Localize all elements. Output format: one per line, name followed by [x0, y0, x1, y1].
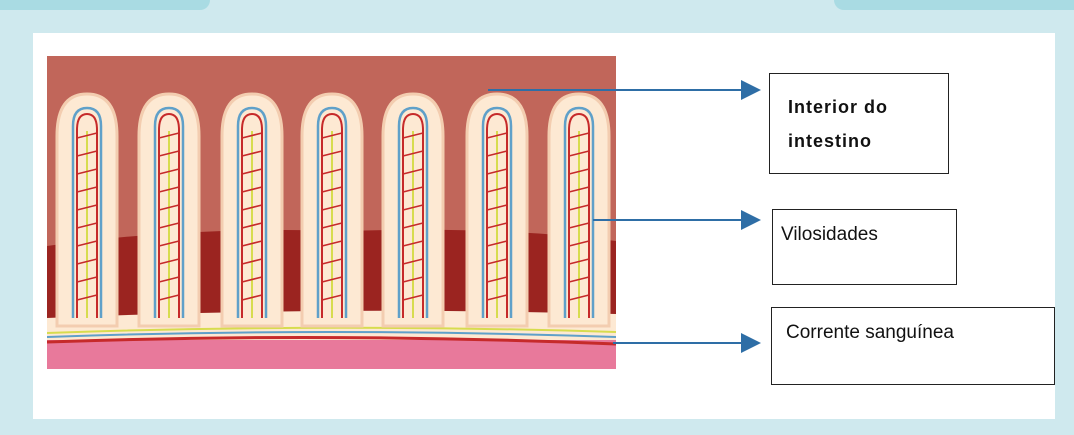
label-interior-do-intestino: Interior do intestino: [769, 73, 949, 174]
top-left-tab: [0, 0, 210, 10]
label-vilosidades: Vilosidades: [772, 209, 957, 285]
label-corrente-sanguinea: Corrente sanguínea: [771, 307, 1055, 385]
top-right-tab: [834, 0, 1074, 10]
diagram-card: Interior do intestino Vilosidades Corren…: [33, 33, 1055, 419]
